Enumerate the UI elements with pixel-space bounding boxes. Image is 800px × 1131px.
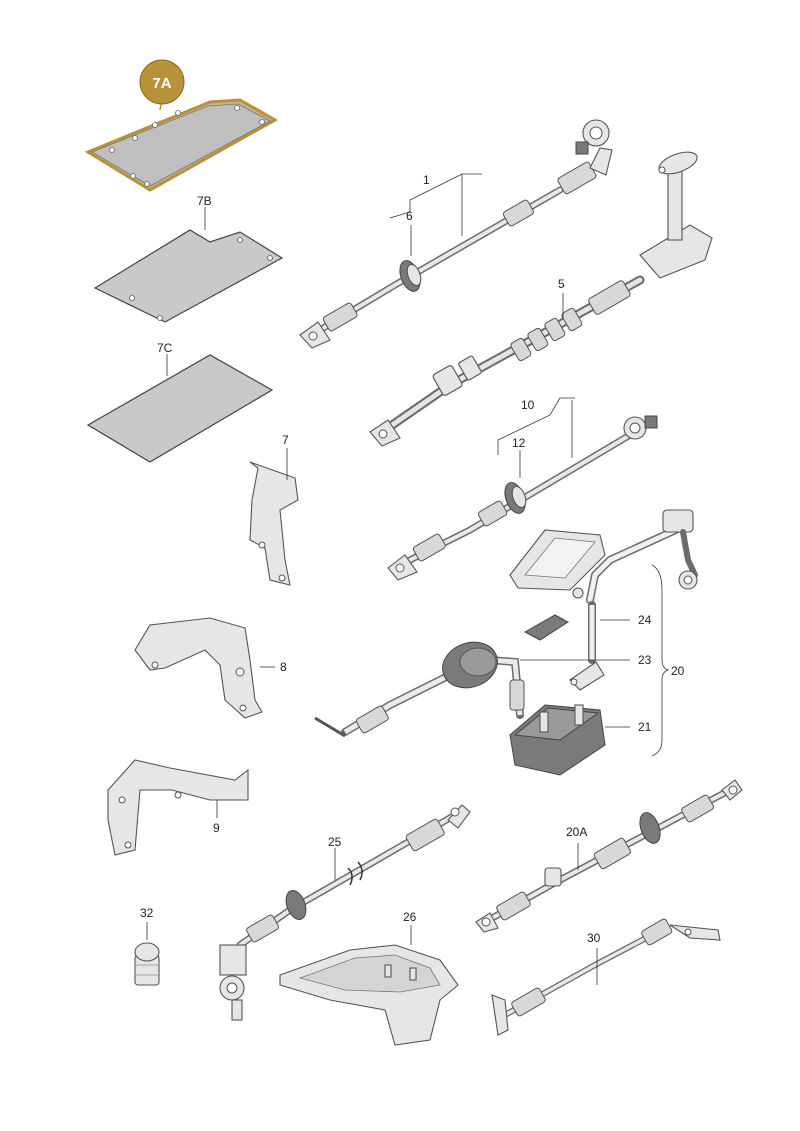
label-9: 9 bbox=[213, 821, 220, 835]
label-30: 30 bbox=[587, 931, 601, 945]
part-7-bracket[interactable]: 7 bbox=[249, 433, 299, 586]
part-20A-cable[interactable]: 20A bbox=[475, 779, 743, 933]
part-8-bracket[interactable]: 8 bbox=[134, 617, 287, 719]
part-10-cable[interactable] bbox=[387, 415, 658, 581]
part-1-cable[interactable] bbox=[299, 119, 613, 349]
part-24-fuse[interactable]: 24 bbox=[523, 587, 652, 641]
label-7: 7 bbox=[282, 433, 289, 447]
part-21-terminal[interactable]: 21 bbox=[509, 704, 652, 776]
label-5: 5 bbox=[558, 277, 565, 291]
leader-10: 10 12 bbox=[497, 397, 575, 478]
label-32: 32 bbox=[140, 906, 154, 920]
label-8: 8 bbox=[280, 660, 287, 674]
label-7A: 7A bbox=[152, 75, 171, 92]
part-20-positive-cable[interactable] bbox=[569, 509, 698, 691]
label-6: 6 bbox=[406, 209, 413, 223]
label-1: 1 bbox=[423, 173, 430, 187]
part-23-harness[interactable]: 23 bbox=[314, 635, 652, 738]
label-25: 25 bbox=[328, 835, 342, 849]
part-5-cable[interactable] bbox=[369, 148, 713, 447]
part-7C-plate[interactable]: 7C bbox=[86, 341, 274, 463]
label-7C: 7C bbox=[157, 341, 173, 355]
part-25-cable[interactable]: 25 bbox=[219, 804, 471, 1021]
label-21: 21 bbox=[638, 720, 652, 734]
label-23: 23 bbox=[638, 653, 652, 667]
label-24: 24 bbox=[638, 613, 652, 627]
label-12: 12 bbox=[512, 436, 526, 450]
part-7B-plate[interactable]: 7B bbox=[93, 194, 284, 323]
part-30-cable[interactable]: 30 bbox=[491, 918, 721, 1036]
label-26: 26 bbox=[403, 910, 417, 924]
part-7A-badge[interactable]: 7A bbox=[139, 59, 185, 111]
part-9-bracket[interactable]: 9 bbox=[107, 759, 249, 856]
part-7A-plate[interactable] bbox=[84, 98, 279, 192]
label-10: 10 bbox=[521, 398, 535, 412]
leader-5: 5 bbox=[558, 277, 565, 318]
part-20-cover[interactable] bbox=[509, 529, 606, 591]
leader-1: 1 6 bbox=[389, 173, 482, 256]
part-32-nut[interactable]: 32 bbox=[134, 906, 160, 986]
label-20: 20 bbox=[671, 664, 685, 678]
part-26-tray[interactable]: 26 bbox=[279, 910, 459, 1046]
label-7B: 7B bbox=[197, 194, 212, 208]
bracket-20: 20 bbox=[651, 564, 685, 757]
label-20A: 20A bbox=[566, 825, 587, 839]
